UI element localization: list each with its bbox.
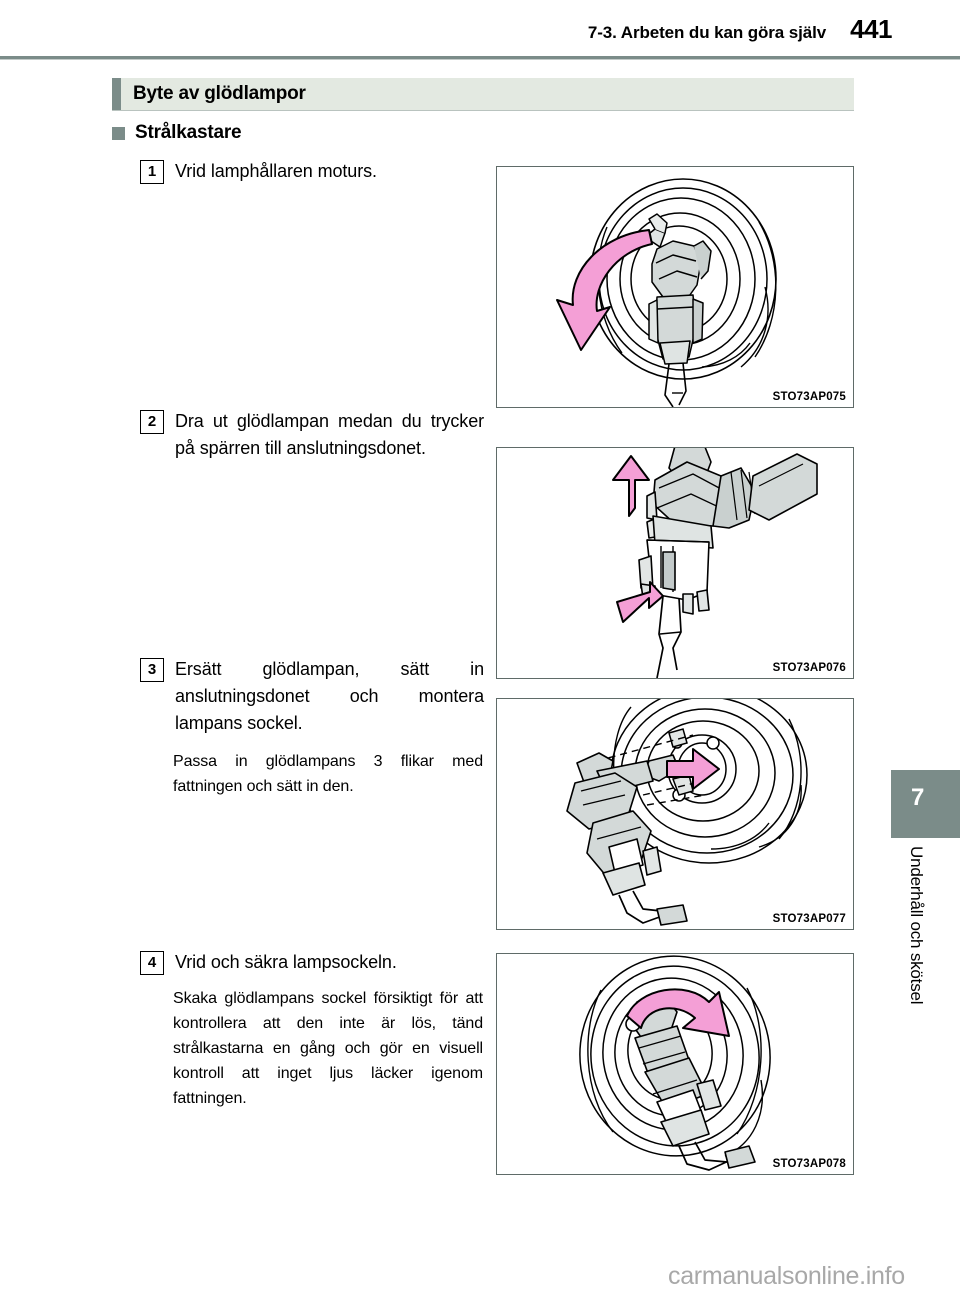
step-text: Ersätt glödlampan, sätt in anslutningsdo… <box>175 659 484 733</box>
figure-4-illustration <box>579 955 771 1171</box>
section-bar-marker <box>112 78 121 110</box>
page-header: 7-3. Arbeten du kan göra själv 441 <box>0 0 960 58</box>
step-item: 1 Vrid lamphållaren moturs. <box>140 158 484 185</box>
figure-pull-bulb-press-lock: STO73AP076 <box>496 447 854 679</box>
chapter-tab-box: 7 <box>891 770 960 838</box>
step-item: 3 Ersätt glödlampan, sätt in anslutnings… <box>140 656 484 799</box>
footer-watermark: carmanualsonline.info <box>668 1262 905 1290</box>
step-item: 4 Vrid och säkra lampsockeln. Skaka glöd… <box>140 949 484 1111</box>
step-text: Vrid och säkra lampsockeln. <box>175 952 397 972</box>
header-section-title: 7-3. Arbeten du kan göra själv <box>587 23 827 42</box>
subsection-title: Strålkastare <box>135 122 242 143</box>
section-title-bar: Byte av glödlampor <box>112 78 854 110</box>
step-number-badge: 1 <box>140 160 164 184</box>
figure-2-illustration <box>612 448 818 678</box>
header-divider-rule <box>0 56 960 59</box>
figure-turn-secure-socket: STO73AP078 <box>496 953 854 1175</box>
figure-bulb-holder-turn: STO73AP075 <box>496 166 854 408</box>
step-head: 2 Dra ut glödlampan medan du trycker på … <box>140 408 484 462</box>
figure-1-illustration <box>556 178 777 407</box>
header-divider-rule-thin <box>0 59 960 60</box>
figure-caption: STO73AP078 <box>769 1157 849 1171</box>
step-note: Passa in glödlampans 3 flikar med fattni… <box>173 753 483 795</box>
step-item: 2 Dra ut glödlampan medan du trycker på … <box>140 408 484 462</box>
figure-caption: STO73AP076 <box>769 661 849 675</box>
figure-caption: STO73AP077 <box>769 912 849 926</box>
chapter-number: 7 <box>911 784 925 811</box>
step-head: 3 Ersätt glödlampan, sätt in anslutnings… <box>140 656 484 737</box>
section-title: Byte av glödlampor <box>133 83 306 104</box>
figure-3-illustration <box>566 699 808 926</box>
step-note: Skaka glödlampans sockel försiktigt för … <box>173 990 483 1107</box>
step-text: Vrid lamphållaren moturs. <box>175 161 377 181</box>
step-number-badge: 3 <box>140 658 164 682</box>
step-number-badge: 2 <box>140 410 164 434</box>
subsection-heading: Strålkastare <box>112 122 242 144</box>
chapter-title-vertical: Underhåll och skötsel <box>907 846 926 1005</box>
step-number-badge: 4 <box>140 951 164 975</box>
step-text: Dra ut glödlampan medan du trycker på sp… <box>175 411 484 458</box>
square-bullet-icon <box>112 126 125 140</box>
figure-caption: STO73AP075 <box>769 390 849 404</box>
step-head: 4 Vrid och säkra lampsockeln. <box>140 949 484 976</box>
step-head: 1 Vrid lamphållaren moturs. <box>140 158 484 185</box>
page-number: 441 <box>850 14 892 44</box>
figure-insert-bulb-align-tabs: STO73AP077 <box>496 698 854 930</box>
header-inner: 7-3. Arbeten du kan göra själv 441 <box>587 14 893 45</box>
